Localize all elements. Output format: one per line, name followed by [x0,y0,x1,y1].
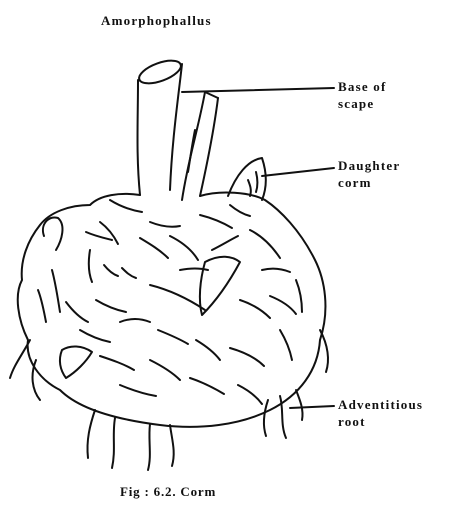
label-line: corm [338,174,400,191]
label-adventitious-root: Adventitious root [338,396,423,430]
scape-stalk [136,56,218,200]
corm-texture [38,200,302,404]
adventitious-roots [10,330,328,470]
leader-base-of-scape [182,88,334,92]
label-line: root [338,413,423,430]
label-line: Adventitious [338,396,423,413]
left-bud [43,217,63,250]
label-line: Base of [338,78,386,95]
figure-caption: Fig : 6.2. Corm [120,483,216,500]
label-line: scape [338,95,386,112]
label-base-of-scape: Base of scape [338,78,386,112]
label-line: Daughter [338,157,400,174]
leader-daughter-corm [262,168,334,176]
leader-adventitious-root [290,406,334,408]
label-daughter-corm: Daughter corm [338,157,400,191]
